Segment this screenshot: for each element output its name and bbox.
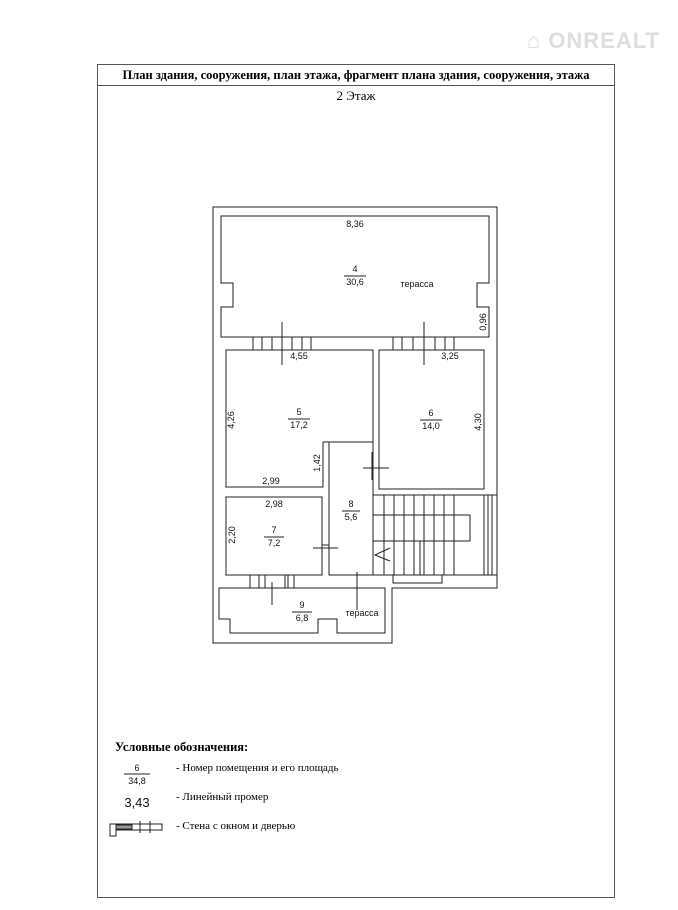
legend-room-desc: - Номер помещения и его площадь — [176, 762, 339, 774]
svg-text:14,0: 14,0 — [422, 421, 440, 431]
room-5-outline — [225, 349, 374, 488]
legend-wall-desc: - Стена с окном и дверью — [176, 820, 296, 832]
svg-text:1,42: 1,42 — [312, 454, 322, 472]
svg-text:6: 6 — [134, 763, 139, 773]
svg-text:4,55: 4,55 — [290, 351, 308, 361]
svg-text:30,6: 30,6 — [346, 277, 364, 287]
room-7-label: 7 7,2 — [264, 525, 284, 548]
svg-text:9: 9 — [299, 600, 304, 610]
svg-text:терасса: терасса — [400, 279, 433, 289]
dimension-labels: 8,36 0,96 4,55 3,25 4,26 4,30 1,42 2,99 … — [226, 219, 488, 544]
windows-doors — [249, 322, 455, 610]
svg-text:0,96: 0,96 — [478, 313, 488, 331]
legend-wall-icon — [109, 821, 163, 837]
legend-room-sample: 6 34,8 3,43 — [124, 763, 150, 810]
room-6-label: 6 14,0 — [420, 408, 442, 431]
svg-text:5: 5 — [296, 407, 301, 417]
svg-text:4,26: 4,26 — [226, 411, 236, 429]
legend-title: Условные обозначения: — [115, 740, 249, 754]
svg-text:3,25: 3,25 — [441, 351, 459, 361]
svg-text:5,6: 5,6 — [345, 512, 358, 522]
svg-text:4: 4 — [352, 264, 357, 274]
svg-text:7: 7 — [271, 525, 276, 535]
svg-text:8,36: 8,36 — [346, 219, 364, 229]
svg-text:6,8: 6,8 — [296, 613, 309, 623]
svg-text:3,43: 3,43 — [124, 795, 149, 810]
room-5-label: 5 17,2 — [288, 407, 310, 430]
svg-text:2,98: 2,98 — [265, 499, 283, 509]
staircase — [372, 494, 498, 584]
room-9-label: 9 6,8 терасса — [292, 600, 379, 623]
svg-text:4,30: 4,30 — [473, 413, 483, 431]
legend-dim-desc: - Линейный промер — [176, 791, 269, 803]
svg-text:7,2: 7,2 — [268, 538, 281, 548]
svg-text:6: 6 — [428, 408, 433, 418]
svg-text:2,99: 2,99 — [262, 476, 280, 486]
floor-label: 2 Этаж — [336, 88, 376, 103]
svg-text:8: 8 — [348, 499, 353, 509]
svg-text:17,2: 17,2 — [290, 420, 308, 430]
watermark-logo: ⌂ ONREALT — [526, 28, 660, 53]
room-4-label: 4 30,6 терасса — [344, 264, 434, 289]
svg-text:терасса: терасса — [345, 608, 378, 618]
outer-wall — [212, 206, 498, 644]
room-4-outline — [220, 215, 490, 338]
svg-text:34,8: 34,8 — [128, 776, 146, 786]
document-frame: План здания, сооружения, план этажа, фра… — [97, 64, 615, 898]
svg-text:2,20: 2,20 — [227, 526, 237, 544]
document-title: План здания, сооружения, план этажа, фра… — [98, 65, 614, 86]
room-8-label: 8 5,6 — [342, 499, 360, 522]
room-9-outline — [218, 587, 386, 634]
